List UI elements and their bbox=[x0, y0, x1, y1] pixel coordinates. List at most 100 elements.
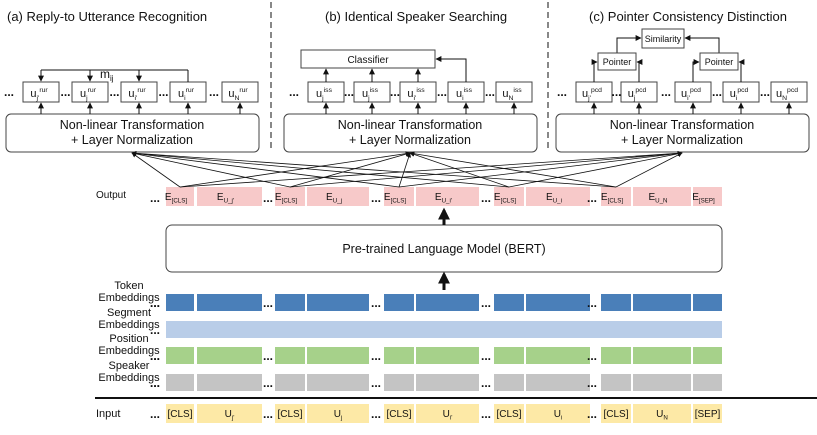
output-to-head-arrow bbox=[131, 152, 181, 188]
pointer-label-left: Pointer bbox=[603, 57, 632, 67]
ellipsis: ... bbox=[760, 85, 770, 99]
pcd-to-pointer-arrow bbox=[636, 59, 643, 82]
output-to-head-arrow bbox=[179, 151, 411, 188]
ellipsis: ... bbox=[481, 407, 491, 421]
embedding-cell bbox=[601, 347, 631, 364]
ellipsis: ... bbox=[289, 85, 299, 99]
ellipsis: ... bbox=[437, 85, 447, 99]
embedding-cell bbox=[384, 347, 414, 364]
output-token-label: EU_j bbox=[326, 192, 342, 205]
input-token-7: [CLS] bbox=[494, 404, 524, 423]
panel-b-node-label: uiiss bbox=[456, 87, 473, 102]
ellipsis: ... bbox=[371, 407, 381, 421]
ellipsis: ... bbox=[611, 85, 621, 99]
output-token-label: E[CLS] bbox=[165, 192, 187, 205]
embedding-cell bbox=[275, 294, 305, 311]
embedding-cell bbox=[494, 374, 524, 391]
panel-b-node-label: ujiss bbox=[362, 87, 379, 102]
output-to-head-arrow bbox=[131, 151, 291, 188]
ellipsis: ... bbox=[150, 323, 160, 337]
ellipsis: ... bbox=[481, 191, 491, 205]
output-token-11: E[SEP] bbox=[692, 187, 722, 206]
embedding-cell bbox=[693, 374, 722, 391]
embedding-cell bbox=[494, 347, 524, 364]
embedding-cell bbox=[633, 347, 691, 364]
output-to-head-arrows bbox=[131, 150, 683, 188]
ellipsis: ... bbox=[390, 85, 400, 99]
input-token-10: UN bbox=[633, 404, 691, 423]
panel-b-head-box: Non-linear Transformation+ Layer Normali… bbox=[283, 113, 538, 153]
input-token-1: [CLS] bbox=[166, 404, 194, 423]
pcd-to-pointer-arrow bbox=[692, 59, 700, 82]
ellipsis: ... bbox=[485, 85, 495, 99]
embedding-cell bbox=[526, 294, 590, 311]
plm-label: Pre-trained Language Model (BERT) bbox=[342, 242, 545, 256]
output-token-7: E[CLS] bbox=[494, 187, 524, 206]
ellipsis: ... bbox=[150, 349, 160, 363]
panel-a-title: (a) Reply-to Utterance Recognition bbox=[7, 9, 207, 24]
ellipsis: ... bbox=[344, 85, 354, 99]
input-token-label: [CLS] bbox=[277, 409, 302, 420]
panel-a-node-4: uirur bbox=[169, 81, 207, 103]
output-token-label: E[CLS] bbox=[275, 192, 297, 205]
ellipsis: ... bbox=[557, 85, 567, 99]
input-label: Input bbox=[96, 408, 120, 420]
input-token-label: Uj' bbox=[225, 409, 235, 422]
pointer-label-right: Pointer bbox=[705, 57, 734, 67]
embedding-cell bbox=[633, 294, 691, 311]
ellipsis: ... bbox=[481, 376, 491, 390]
segment-embedding-bar bbox=[166, 321, 722, 338]
embedding-cell bbox=[526, 347, 590, 364]
panel-c-head-box: Non-linear Transformation+ Layer Normali… bbox=[555, 113, 810, 153]
output-to-head-arrow bbox=[615, 152, 683, 188]
panel-b-node-2: ujiss bbox=[353, 81, 391, 103]
ellipsis: ... bbox=[661, 85, 671, 99]
output-token-9: E[CLS] bbox=[601, 187, 631, 206]
output-token-5: E[CLS] bbox=[384, 187, 414, 206]
embedding-cell bbox=[166, 294, 194, 311]
output-token-3: E[CLS] bbox=[275, 187, 305, 206]
panel-c-node-label: uj'pcd bbox=[582, 87, 602, 102]
classifier-box: Classifier bbox=[300, 49, 436, 69]
ellipsis: ... bbox=[60, 85, 70, 99]
embedding-cell bbox=[166, 374, 194, 391]
ellipsis: ... bbox=[150, 296, 160, 310]
pointer-box-left: Pointer bbox=[597, 52, 637, 71]
output-token-label: E[CLS] bbox=[494, 192, 516, 205]
ellipsis: ... bbox=[150, 296, 160, 310]
panel-b-node-5: uNiss bbox=[495, 81, 533, 103]
panel-c-node-5: uNpcd bbox=[770, 81, 808, 103]
output-token-label: E[CLS] bbox=[384, 192, 406, 205]
ellipsis: ... bbox=[481, 349, 491, 363]
panel-c-node-label: ui'pcd bbox=[681, 87, 701, 102]
ellipsis: ... bbox=[371, 349, 381, 363]
ellipsis: ... bbox=[4, 85, 14, 99]
embedding-cell bbox=[275, 347, 305, 364]
panel-b-node-1: ujiss bbox=[307, 81, 345, 103]
input-token-4: Uj bbox=[307, 404, 369, 423]
plm-box: Pre-trained Language Model (BERT) bbox=[165, 224, 723, 273]
ellipsis: ... bbox=[587, 191, 597, 205]
panel-c-node-1: uj'pcd bbox=[575, 81, 613, 103]
input-token-label: UN bbox=[656, 409, 668, 422]
panel-c-node-label: uipcd bbox=[730, 87, 749, 102]
ellipsis: ... bbox=[712, 85, 722, 99]
ellipsis: ... bbox=[209, 85, 219, 99]
panel-b-node-label: ui'iss bbox=[407, 87, 425, 102]
panel-a-head-box: Non-linear Transformation+ Layer Normali… bbox=[5, 113, 260, 153]
output-to-head-arrow bbox=[131, 150, 617, 188]
panel-b-title: (b) Identical Speaker Searching bbox=[325, 9, 507, 24]
panel-a-node-label: ui'rur bbox=[128, 87, 146, 102]
panel-a-node-1: uj'rur bbox=[22, 81, 60, 103]
input-token-label: [CLS] bbox=[386, 409, 411, 420]
embedding-cell bbox=[693, 294, 722, 311]
pointer-to-similarity-arrow bbox=[616, 35, 642, 53]
pointer-to-similarity-arrow bbox=[684, 35, 720, 53]
embedding-cell bbox=[307, 374, 369, 391]
ellipsis: ... bbox=[587, 407, 597, 421]
